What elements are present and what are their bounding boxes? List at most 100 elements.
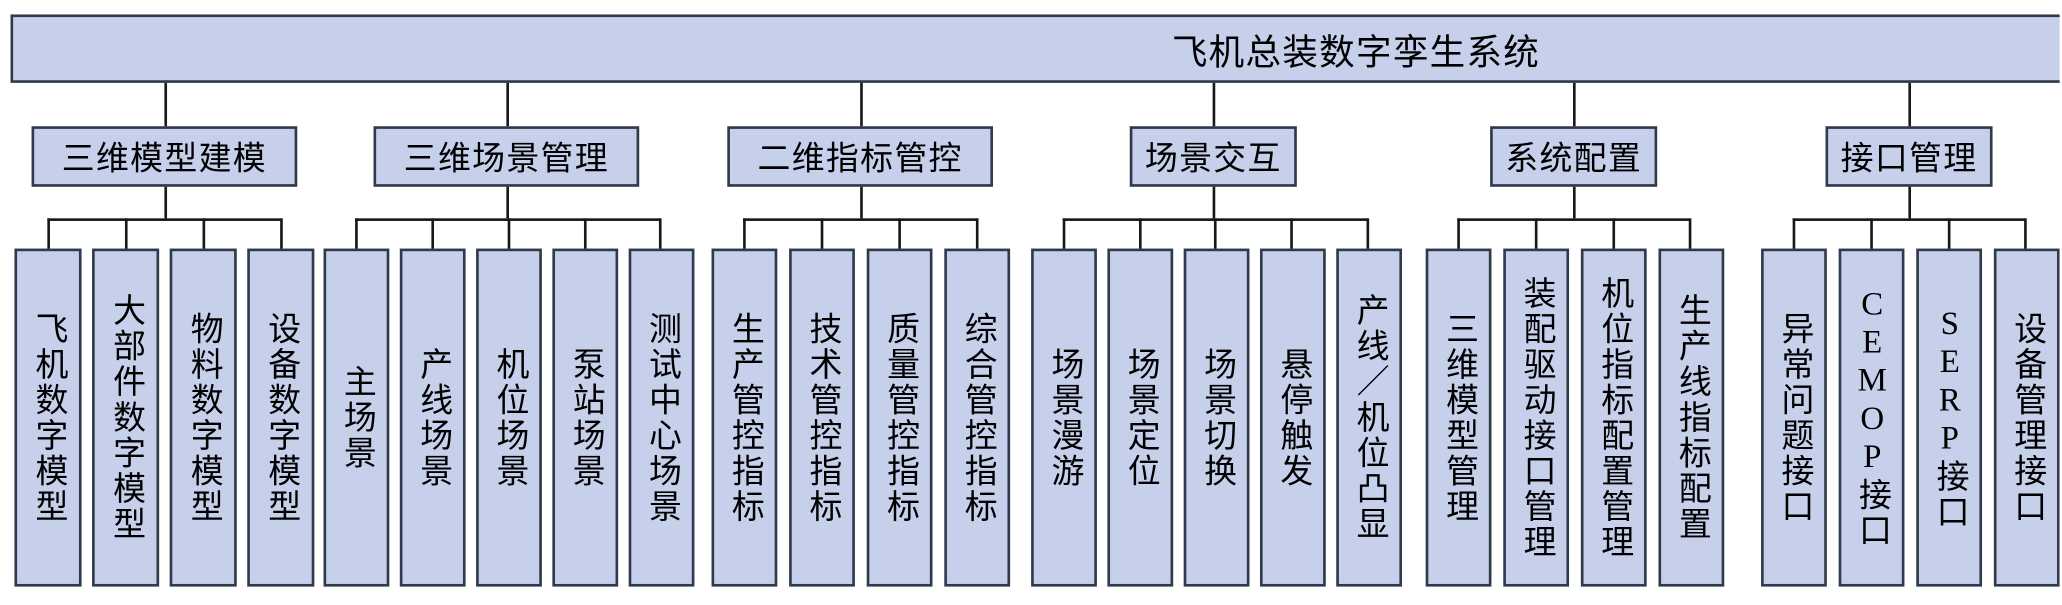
branch-3-riser-3 [1290, 218, 1293, 250]
branch-2-riser-2 [898, 218, 901, 250]
leaf-node-4-0[interactable]: 三维模型管理 [1425, 248, 1492, 587]
leaf-node-0-1-label: 大部件数字模型 [108, 293, 145, 542]
leaf-node-0-3-label: 设备数字模型 [263, 311, 300, 525]
branch-0-riser-3 [280, 218, 283, 250]
branch-2-bus [743, 218, 978, 221]
branch-4-riser-0 [1457, 218, 1460, 250]
leaf-node-1-1[interactable]: 产线场景 [399, 248, 466, 587]
leaf-node-1-4[interactable]: 测试中心场景 [628, 248, 695, 587]
branch-1-riser-2 [507, 218, 511, 250]
branch-node-1-label: 三维场景管理 [403, 142, 609, 178]
branch-node-2-label: 二维指标管控 [757, 142, 963, 178]
branch-5-riser-2 [1947, 218, 1951, 250]
leaf-node-3-2[interactable]: 场景切换 [1183, 248, 1250, 587]
branch-0-stem [164, 186, 168, 219]
leaf-node-2-1-label: 技术管控指标 [804, 311, 841, 525]
branch-0-riser-2 [202, 218, 206, 250]
leaf-node-2-2-label: 质量管控指标 [882, 311, 919, 525]
leaf-node-4-0-label: 三维模型管理 [1441, 311, 1477, 525]
branch-1-riser-0 [355, 218, 358, 250]
leaf-node-1-0-label: 主场景 [339, 364, 375, 471]
leaf-node-3-1-label: 场景定位 [1123, 346, 1159, 489]
branch-5-riser-3 [2024, 218, 2027, 250]
leaf-node-2-2[interactable]: 质量管控指标 [866, 248, 933, 587]
leaf-node-1-0[interactable]: 主场景 [323, 248, 390, 587]
branch-4-riser-1 [1534, 218, 1538, 250]
branch-3-riser-2 [1213, 218, 1217, 250]
leaf-node-5-3-label: 设备管理接口 [2009, 311, 2046, 525]
root-drop-2 [506, 82, 509, 125]
leaf-node-4-3[interactable]: 生产线指标配置 [1658, 248, 1725, 587]
branch-4-riser-2 [1612, 218, 1616, 250]
leaf-node-0-2[interactable]: 物料数字模型 [169, 248, 237, 587]
leaf-node-1-4-label: 测试中心场景 [644, 311, 680, 525]
branch-2-riser-1 [820, 218, 824, 250]
branch-node-5[interactable]: 接口管理 [1825, 126, 1993, 187]
leaf-node-2-1[interactable]: 技术管控指标 [789, 248, 855, 587]
leaf-node-3-3[interactable]: 悬停触发 [1259, 248, 1326, 587]
branch-5-riser-1 [1870, 218, 1873, 250]
branch-5-bus [1792, 218, 2026, 221]
leaf-node-1-2-label: 机位场景 [491, 346, 528, 489]
leaf-node-3-2-label: 场景切换 [1199, 346, 1235, 489]
branch-node-5-label: 接口管理 [1840, 142, 1978, 178]
branch-2-riser-0 [743, 218, 746, 250]
branch-1-riser-4 [658, 218, 662, 250]
root-node-label: 飞机总装数字孪生系统 [1171, 32, 1541, 72]
root-drop-5 [1573, 82, 1576, 125]
root-node[interactable]: 飞机总装数字孪生系统 [10, 14, 2060, 83]
branch-1-stem [506, 186, 509, 219]
branch-4-bus [1457, 218, 1691, 221]
branch-0-riser-0 [47, 218, 50, 250]
branch-node-2[interactable]: 二维指标管控 [727, 126, 993, 187]
leaf-node-5-2-label: SERP接口 [1932, 305, 1968, 530]
leaf-node-3-0-label: 场景漫游 [1046, 346, 1083, 489]
branch-node-4-label: 系统配置 [1505, 142, 1643, 178]
root-drop-4 [1212, 82, 1216, 125]
leaf-node-0-0[interactable]: 飞机数字模型 [14, 248, 82, 587]
branch-node-0[interactable]: 三维模型建模 [31, 126, 298, 187]
branch-node-0-label: 三维模型建模 [61, 142, 267, 178]
leaf-node-4-3-label: 生产线指标配置 [1674, 293, 1710, 542]
leaf-node-0-0-label: 飞机数字模型 [30, 311, 67, 525]
leaf-node-5-0-label: 异常问题接口 [1776, 311, 1813, 525]
root-drop-3 [860, 82, 863, 125]
leaf-node-3-4-label: 产线／机位凸显 [1352, 293, 1388, 542]
branch-3-riser-1 [1138, 218, 1142, 250]
leaf-node-5-0[interactable]: 异常问题接口 [1761, 248, 1827, 587]
leaf-node-4-2[interactable]: 机位指标配置管理 [1580, 248, 1647, 587]
leaf-node-0-3[interactable]: 设备数字模型 [247, 248, 315, 587]
branch-node-4[interactable]: 系统配置 [1490, 126, 1658, 187]
root-drop-6 [1908, 82, 1912, 125]
branch-5-stem [1908, 186, 1912, 219]
leaf-node-4-1[interactable]: 装配驱动接口管理 [1503, 248, 1570, 587]
leaf-node-0-1[interactable]: 大部件数字模型 [92, 248, 160, 587]
leaf-node-2-3-label: 综合管控指标 [960, 311, 996, 525]
branch-3-riser-4 [1366, 218, 1370, 250]
leaf-node-1-3-label: 泵站场景 [568, 346, 604, 489]
leaf-node-3-0[interactable]: 场景漫游 [1031, 248, 1097, 587]
leaf-node-2-3[interactable]: 综合管控指标 [944, 248, 1011, 587]
branch-5-riser-0 [1792, 218, 1796, 250]
leaf-node-2-0-label: 生产管控指标 [727, 311, 763, 525]
branch-1-riser-3 [583, 218, 587, 250]
branch-3-stem [1212, 186, 1216, 219]
branch-4-riser-3 [1688, 218, 1692, 250]
leaf-node-5-2[interactable]: SERP接口 [1916, 248, 1983, 587]
branch-node-1[interactable]: 三维场景管理 [373, 126, 640, 187]
branch-1-riser-1 [431, 218, 435, 250]
leaf-node-5-3[interactable]: 设备管理接口 [1993, 248, 2060, 587]
branch-0-riser-1 [124, 218, 128, 250]
leaf-node-5-1-label: CEMOP接口 [1854, 286, 1890, 549]
leaf-node-5-1[interactable]: CEMOP接口 [1838, 248, 1905, 587]
branch-node-3[interactable]: 场景交互 [1129, 126, 1297, 187]
leaf-node-1-3[interactable]: 泵站场景 [552, 248, 619, 587]
leaf-node-2-0[interactable]: 生产管控指标 [711, 248, 778, 587]
leaf-node-3-4[interactable]: 产线／机位凸显 [1336, 248, 1403, 587]
leaf-node-3-1[interactable]: 场景定位 [1107, 248, 1174, 587]
leaf-node-4-1-label: 装配驱动接口管理 [1519, 275, 1555, 560]
leaf-node-1-1-label: 产线场景 [415, 346, 452, 489]
leaf-node-1-2[interactable]: 机位场景 [476, 248, 542, 587]
branch-0-bus [47, 218, 282, 221]
